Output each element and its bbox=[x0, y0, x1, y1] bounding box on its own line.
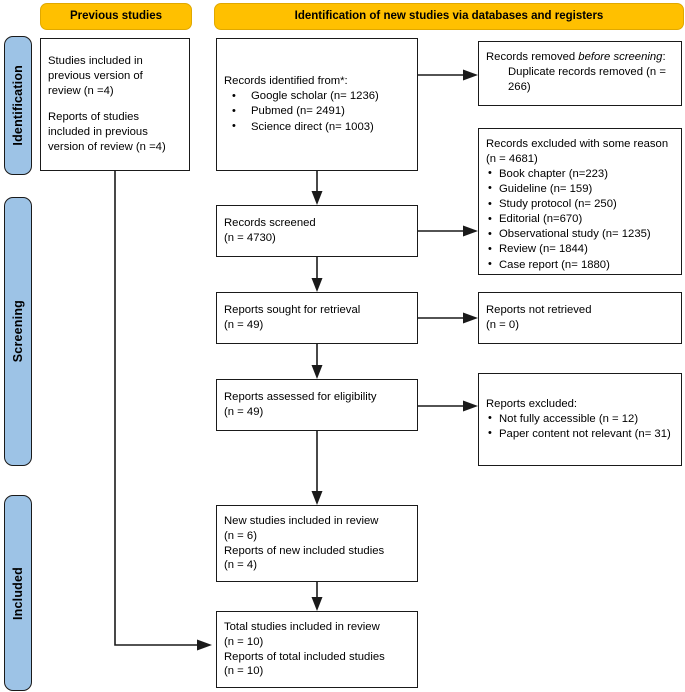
arrowhead-assessed-to-new-studies bbox=[311, 491, 323, 505]
reports-excluded-reason-list: Not fully accessible (n = 12) Paper cont… bbox=[486, 411, 674, 442]
list-item: Pubmed (n= 2491) bbox=[224, 104, 410, 119]
box-records-removed: Records removed before screening: Duplic… bbox=[478, 41, 682, 106]
arrowhead-new-to-total-studies bbox=[311, 597, 323, 611]
reports-assessed-count: (n = 49) bbox=[224, 406, 264, 418]
phase-label-identification: Identification bbox=[11, 65, 25, 146]
list-item: Google scholar (n= 1236) bbox=[224, 89, 410, 104]
arrowhead-identified-to-screened bbox=[311, 191, 323, 205]
reports-sought-count: (n = 49) bbox=[224, 319, 264, 331]
previous-studies-line-1: Studies included in bbox=[48, 55, 143, 68]
previous-studies-line-5: included in previous bbox=[48, 125, 148, 138]
phase-label-included: Included bbox=[11, 566, 25, 620]
previous-studies-line-4: Reports of studies bbox=[48, 111, 140, 123]
records-removed-colon: : bbox=[662, 51, 666, 63]
list-item: Paper content not relevant (n= 31) bbox=[486, 426, 674, 442]
previous-studies-line-6: version of review (n =4) bbox=[48, 140, 166, 153]
records-excluded-reason-list: Book chapter (n=223) Guideline (n= 159) … bbox=[486, 166, 674, 273]
box-total-studies-included: Total studies included in review (n = 10… bbox=[216, 611, 418, 688]
arrowhead-assessed-to-excluded bbox=[463, 400, 478, 412]
box-new-studies-included: New studies included in review (n = 6) R… bbox=[216, 505, 418, 582]
records-identified-title: Records identified from*: bbox=[224, 75, 348, 88]
records-identified-source-list: Google scholar (n= 1236) Pubmed (n= 2491… bbox=[224, 89, 410, 134]
total-studies-line-3: Reports of total included studies bbox=[224, 650, 385, 663]
records-excluded-title: Records excluded with some reason (n = 4… bbox=[486, 138, 669, 165]
list-item: Observational study (n= 1235) bbox=[486, 227, 674, 242]
phase-band-identification: Identification bbox=[4, 36, 32, 175]
arrowhead-sought-to-not-retrieved bbox=[463, 312, 478, 324]
header-new-studies: Identification of new studies via databa… bbox=[214, 3, 684, 30]
box-reports-sought: Reports sought for retrieval (n = 49) bbox=[216, 292, 418, 344]
records-removed-emphasis: before screening bbox=[578, 51, 663, 63]
new-studies-line-2: (n = 6) bbox=[224, 529, 257, 542]
list-item: Review (n= 1844) bbox=[486, 242, 674, 257]
records-removed-title: Records removed before screening: bbox=[486, 50, 674, 65]
new-studies-line-3: Reports of new included studies bbox=[224, 544, 385, 557]
phase-band-screening: Screening bbox=[4, 197, 32, 466]
list-item: Book chapter (n=223) bbox=[486, 166, 674, 182]
reports-assessed-title: Reports assessed for eligibility bbox=[224, 391, 377, 404]
box-previous-studies: Studies included in previous version of … bbox=[40, 38, 190, 171]
list-item: Case report (n= 1880) bbox=[486, 257, 674, 273]
records-removed-detail: Duplicate records removed (n = 266) bbox=[508, 65, 666, 93]
total-studies-line-2: (n = 10) bbox=[224, 635, 264, 648]
box-reports-assessed: Reports assessed for eligibility (n = 49… bbox=[216, 379, 418, 431]
previous-studies-line-3: review (n =4) bbox=[48, 85, 114, 98]
arrowhead-previous-to-total bbox=[197, 639, 212, 651]
records-removed-lead: Records removed bbox=[486, 51, 579, 63]
arrowhead-screened-to-excluded bbox=[463, 225, 478, 237]
total-studies-line-4: (n = 10) bbox=[224, 665, 264, 678]
phase-band-included: Included bbox=[4, 495, 32, 691]
list-item: Editorial (n=670) bbox=[486, 212, 674, 227]
reports-not-retrieved-count: (n = 0) bbox=[486, 319, 519, 331]
box-reports-not-retrieved: Reports not retrieved (n = 0) bbox=[478, 292, 682, 344]
box-records-screened: Records screened (n = 4730) bbox=[216, 205, 418, 257]
box-records-identified: Records identified from*: Google scholar… bbox=[216, 38, 418, 171]
total-studies-line-1: Total studies included in review bbox=[224, 620, 380, 633]
arrowhead-identified-to-removed bbox=[463, 69, 478, 81]
header-previous-studies: Previous studies bbox=[40, 3, 192, 30]
list-item: Not fully accessible (n = 12) bbox=[486, 411, 674, 427]
reports-excluded-title: Reports excluded: bbox=[486, 397, 578, 410]
connector-previous-to-total bbox=[114, 171, 198, 646]
header-new-studies-label: Identification of new studies via databa… bbox=[294, 9, 604, 22]
header-previous-studies-label: Previous studies bbox=[69, 9, 163, 22]
arrowhead-sought-to-assessed bbox=[311, 365, 323, 379]
arrowhead-screened-to-sought bbox=[311, 278, 323, 292]
box-records-excluded: Records excluded with some reason (n = 4… bbox=[478, 128, 682, 275]
new-studies-line-4: (n = 4) bbox=[224, 559, 257, 572]
list-item: Science direct (n= 1003) bbox=[224, 119, 410, 135]
list-item: Study protocol (n= 250) bbox=[486, 197, 674, 212]
phase-label-screening: Screening bbox=[11, 300, 25, 363]
records-screened-title: Records screened bbox=[224, 217, 316, 230]
records-screened-count: (n = 4730) bbox=[224, 232, 276, 244]
reports-sought-title: Reports sought for retrieval bbox=[224, 304, 361, 317]
list-item: Guideline (n= 159) bbox=[486, 181, 674, 197]
previous-studies-line-2: previous version of bbox=[48, 70, 143, 83]
reports-not-retrieved-title: Reports not retrieved bbox=[486, 304, 592, 317]
new-studies-line-1: New studies included in review bbox=[224, 514, 379, 527]
box-reports-excluded: Reports excluded: Not fully accessible (… bbox=[478, 373, 682, 466]
